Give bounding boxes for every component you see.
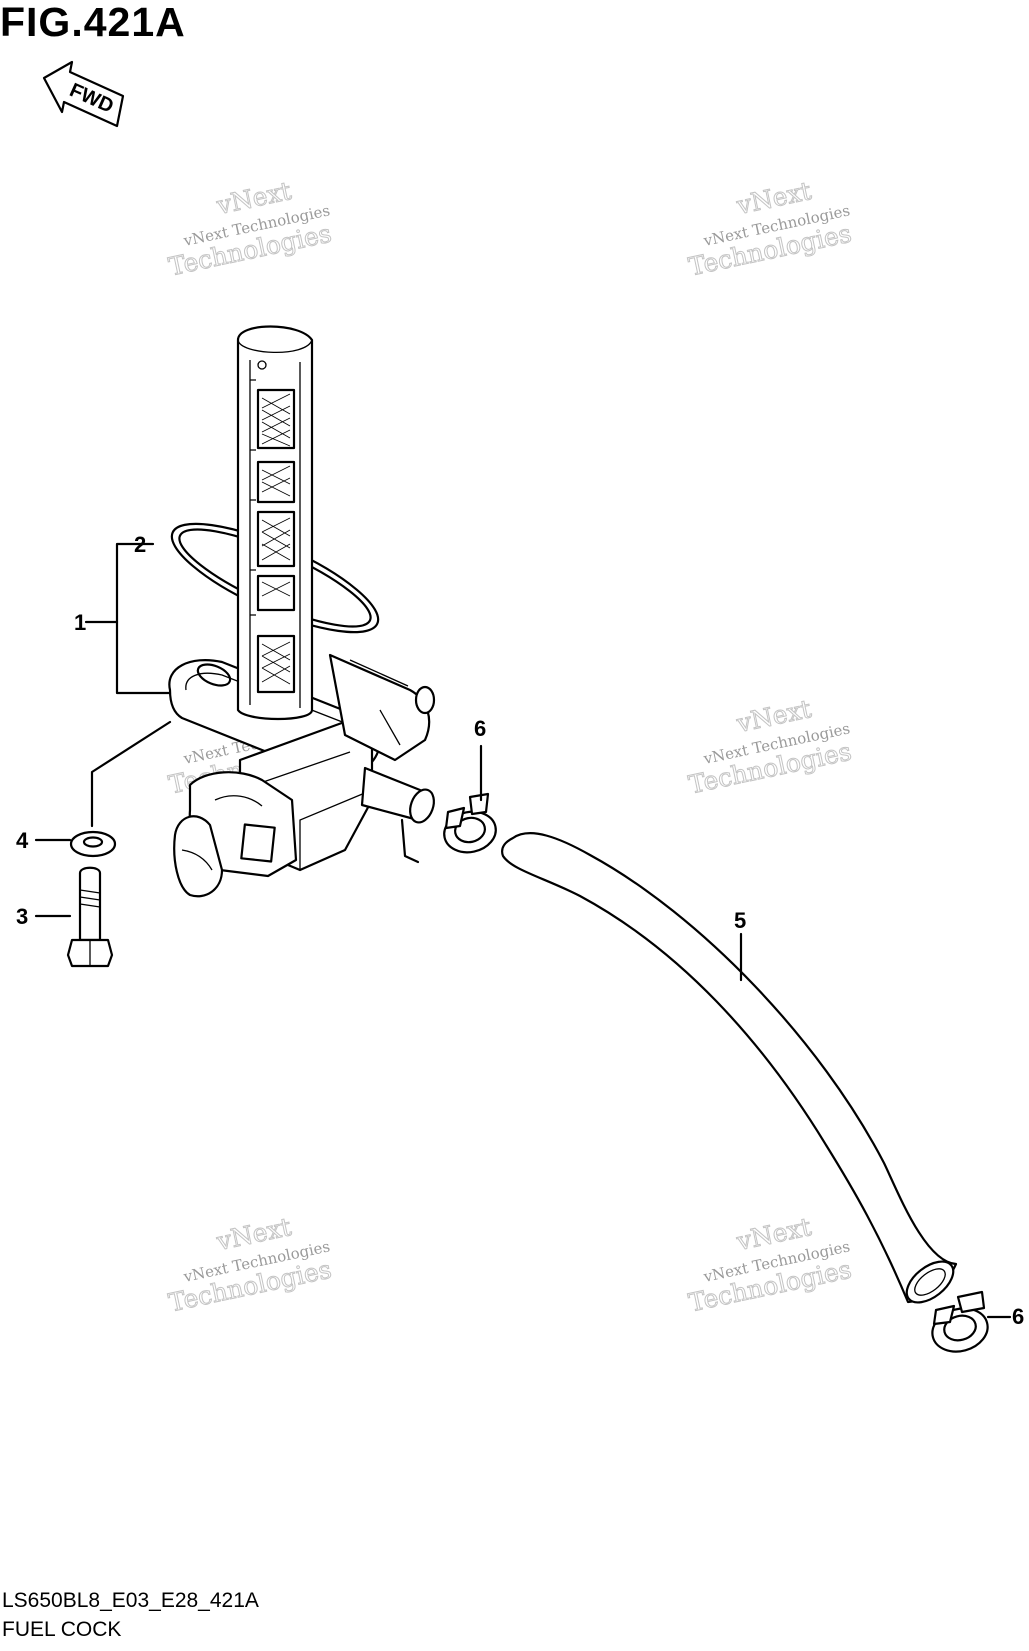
callout-label: 1	[74, 610, 86, 635]
fuel-cock-part	[168, 325, 436, 898]
callout-labels: 1 2 3 4 5 6 6	[16, 532, 1024, 1329]
figure-title: FIG.421A	[0, 0, 186, 45]
callout-label: 5	[734, 908, 746, 933]
drawing-code: LS650BL8_E03_E28_421A	[2, 1589, 259, 1612]
watermark: vNext vNext Technologies Technologies	[686, 694, 855, 800]
watermark: vNext vNext Technologies Technologies	[686, 1212, 855, 1318]
callout-label: 6	[1012, 1304, 1024, 1329]
callout-label: 2	[134, 532, 146, 557]
watermark: vNext vNext Technologies Technologies	[686, 176, 855, 282]
fuel-hose-part	[501, 832, 958, 1304]
clamp-part	[443, 792, 497, 854]
callout-label: 6	[474, 716, 486, 741]
washer-part	[69, 830, 117, 858]
leader-lines	[34, 542, 1012, 1319]
watermark: vNext vNext Technologies Technologies	[166, 176, 335, 282]
callout-label: 4	[16, 828, 29, 853]
callout-label: 3	[16, 904, 28, 929]
fwd-arrow-icon: FWD	[42, 60, 125, 128]
part-name: FUEL COCK	[2, 1618, 122, 1641]
clamp-part	[931, 1290, 989, 1353]
watermark: vNext vNext Technologies Technologies	[166, 1212, 335, 1318]
bolt-part	[66, 866, 114, 968]
